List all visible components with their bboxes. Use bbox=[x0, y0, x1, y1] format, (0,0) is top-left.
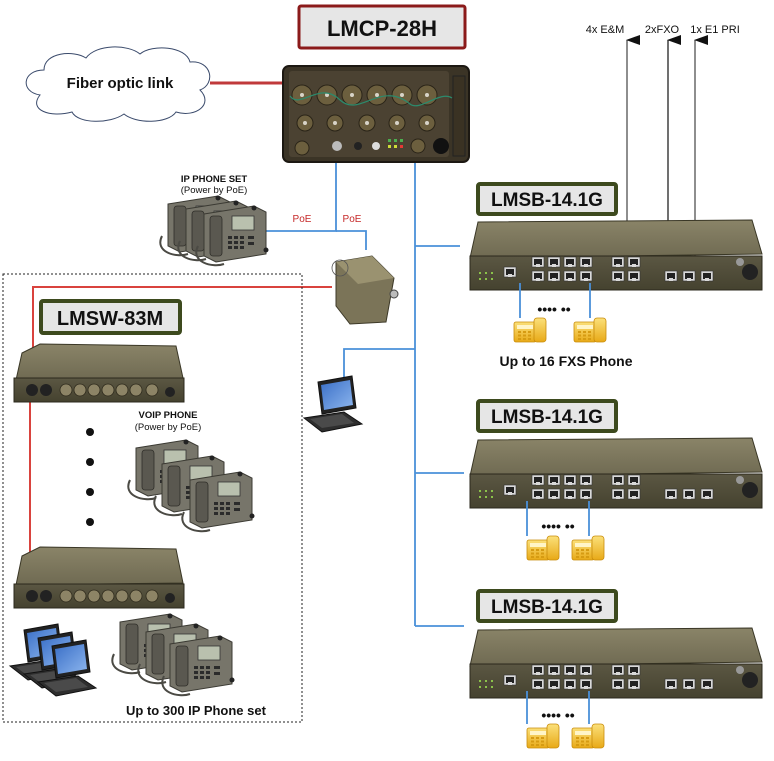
ip-phone-icon bbox=[195, 204, 270, 267]
fxs-ellipsis: •••• •• bbox=[541, 707, 574, 723]
fxs-phone-icon bbox=[571, 535, 605, 561]
voip-phone-title: VOIP PHONE bbox=[139, 410, 198, 421]
voip-phone-subtitle: (Power by PoE) bbox=[135, 422, 202, 433]
ip-phone-set: IP PHONE SET (Power by PoE) PoE PoE bbox=[159, 174, 362, 267]
lmsb-2-label: LMSB-14.1G bbox=[491, 407, 603, 428]
lmsw-label-box: LMSW-83M bbox=[39, 299, 182, 335]
ip-phone-capacity: Up to 300 IP Phone set bbox=[126, 703, 267, 718]
lmsb-1-caption: Up to 16 FXS Phone bbox=[499, 353, 632, 369]
poe-label-1: PoE bbox=[293, 214, 312, 225]
lmcp-title-label: LMCP-28H bbox=[327, 16, 437, 41]
fxs-ellipsis: •••• •• bbox=[541, 518, 574, 534]
fxs-phone-icon bbox=[513, 317, 547, 343]
lmsw-group-box bbox=[2, 273, 303, 723]
output-fxo-label: 2xFXO bbox=[645, 24, 680, 36]
poe-injector bbox=[331, 255, 399, 325]
fxs-phone-icon bbox=[571, 723, 605, 749]
poe-label-2: PoE bbox=[343, 214, 362, 225]
lmsb-1-label: LMSB-14.1G bbox=[491, 190, 603, 211]
lmcp-title: LMCP-28H bbox=[297, 4, 467, 50]
fiber-cloud: Fiber optic link bbox=[25, 46, 211, 122]
lmsb-unit-1: LMSB-14.1G •••• •• Up to 16 FXS Phone bbox=[469, 182, 763, 369]
fxs-phone-icon bbox=[526, 723, 560, 749]
lmsb-unit-2: LMSB-14.1G •••• •• bbox=[469, 399, 763, 561]
ethernet-to-laptop bbox=[343, 348, 415, 378]
lmsw-switch-1 bbox=[13, 343, 185, 403]
ip-phone-icon bbox=[161, 634, 236, 697]
ip-phone-set-title: IP PHONE SET bbox=[181, 174, 248, 185]
poe-line-injector bbox=[336, 230, 367, 250]
bottom-laptops bbox=[9, 623, 97, 697]
output-em-label: 4x E&M bbox=[586, 24, 625, 36]
ip-phone-set-subtitle: (Power by PoE) bbox=[181, 185, 248, 196]
output-e1-label: 1x E1 PRI bbox=[690, 24, 740, 36]
fxs-ellipsis: •••• •• bbox=[537, 301, 570, 317]
voip-phone-icon bbox=[181, 470, 256, 533]
lmsb-3-label: LMSB-14.1G bbox=[491, 597, 603, 618]
bottom-ip-phones bbox=[111, 612, 236, 697]
voip-phone-group: VOIP PHONE (Power by PoE) bbox=[127, 410, 256, 533]
cloud-label: Fiber optic link bbox=[67, 75, 174, 92]
lmsw-label: LMSW-83M bbox=[57, 308, 163, 330]
lmsb-unit-3: LMSB-14.1G •••• •• bbox=[469, 589, 763, 749]
fxs-phone-icon bbox=[573, 317, 607, 343]
continuation-dots bbox=[86, 428, 94, 526]
laptop-icon bbox=[303, 375, 363, 433]
fxs-phone-icon bbox=[526, 535, 560, 561]
lmcp-device bbox=[282, 65, 470, 163]
lmsw-switch-2 bbox=[13, 546, 185, 609]
